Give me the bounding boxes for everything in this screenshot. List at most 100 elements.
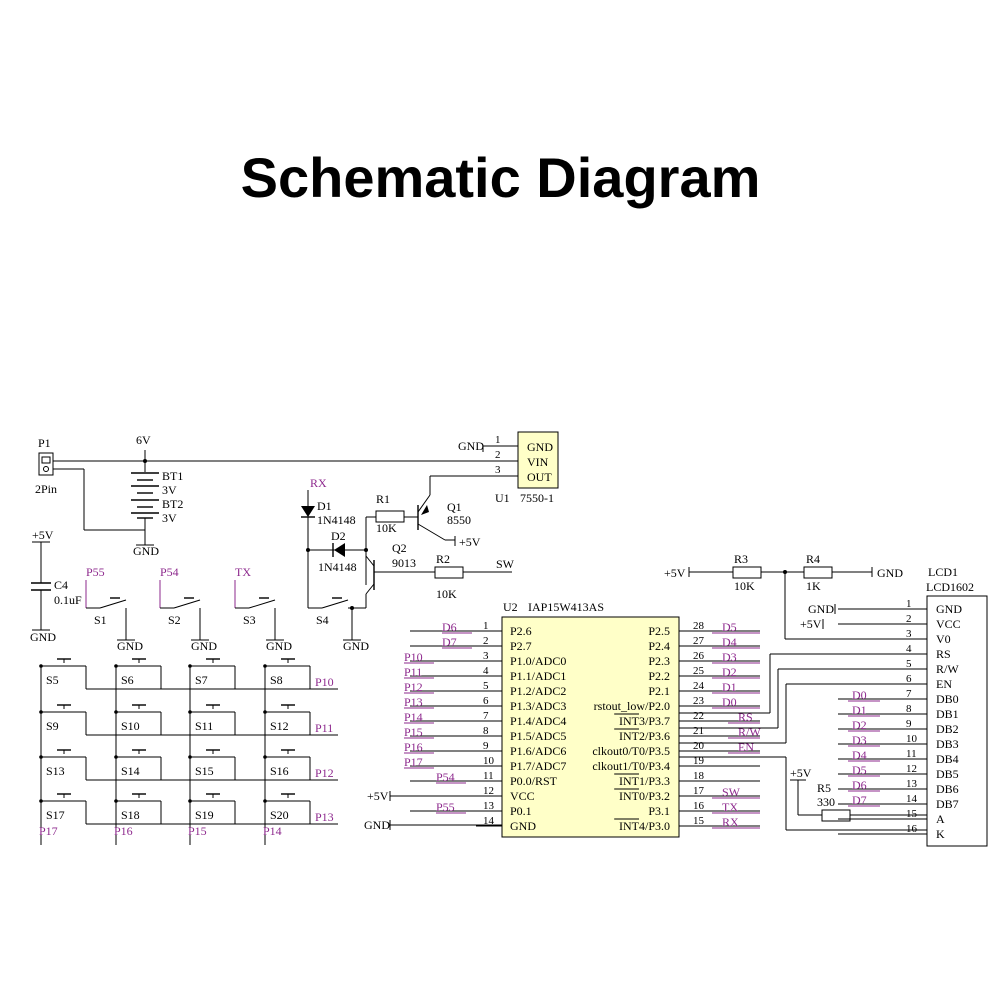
u2-left-pin-num: 3 xyxy=(483,650,489,662)
q1-part: 8550 xyxy=(447,513,471,527)
lcd-pin-name: DB5 xyxy=(936,767,959,781)
matrix-junction xyxy=(39,664,43,668)
matrix-row-net-label: P11 xyxy=(315,721,333,735)
power-wires xyxy=(53,450,500,545)
u2-right-net-label: D3 xyxy=(722,650,737,664)
lcd-pin-num: 1 xyxy=(906,598,912,610)
lcd-ref: LCD1 xyxy=(928,565,958,579)
d1-rx-label: RX xyxy=(310,476,327,490)
s3-gnd-label: GND xyxy=(266,639,292,653)
u2-left-pin-name: P1.0/ADC0 xyxy=(510,654,566,668)
page-title: Schematic Diagram xyxy=(240,146,761,209)
s3-net-label: TX xyxy=(235,565,251,579)
gnd-bt: GND xyxy=(133,544,159,558)
u2-right-pin-num: 21 xyxy=(693,725,704,737)
lcd-pin-name: K xyxy=(936,827,945,841)
matrix-switch-ref: S20 xyxy=(270,808,289,822)
s4-gnd-label: GND xyxy=(343,639,369,653)
u2-right-pin-name: P2.3 xyxy=(648,654,670,668)
r5-vcc-label: +5V xyxy=(790,766,812,780)
u2-right-net-label: SW xyxy=(722,785,741,799)
bt1-value: 3V xyxy=(162,483,177,497)
matrix-switch-ref: S14 xyxy=(121,764,140,778)
lcd-pin-name: R/W xyxy=(936,662,959,676)
u2-right-pin-num: 23 xyxy=(693,695,705,707)
matrix-switch-ref: S10 xyxy=(121,719,140,733)
lcd-net-label: D0 xyxy=(852,688,867,702)
u1-pin-vin: VIN xyxy=(527,455,549,469)
u2-left-net-label: P16 xyxy=(404,740,423,754)
u2-right-pin-num: 24 xyxy=(693,680,705,692)
u2-left-net-label: D6 xyxy=(442,620,457,634)
lcd-pin-num: 4 xyxy=(906,643,912,655)
r3-vcc-label: +5V xyxy=(664,566,686,580)
u2-right-pin-name: INT4/P3.0 xyxy=(619,819,670,833)
c4-gnd-label: GND xyxy=(30,630,56,644)
u1-pin-out: OUT xyxy=(527,470,552,484)
u2-left-net-label: P15 xyxy=(404,725,423,739)
u2-gnd-net-label: GND xyxy=(364,818,390,832)
u2-right-pin-num: 19 xyxy=(693,755,705,767)
u2-right-pin-name: INT1/P3.3 xyxy=(619,774,670,788)
lcd-pin-num: 9 xyxy=(906,718,912,730)
u2-left-pin-num: 11 xyxy=(483,770,494,782)
r1-value: 10K xyxy=(376,521,397,535)
battery-bt2: BT2 3V xyxy=(131,497,183,525)
s1-net-label: P55 xyxy=(86,565,105,579)
bt2-value: 3V xyxy=(162,511,177,525)
u2-right-pin-name: clkout0/T0/P3.5 xyxy=(592,744,670,758)
d2-ref: D2 xyxy=(331,529,346,543)
lcd-pin-num: 8 xyxy=(906,703,912,715)
u2-mcu: U2 IAP15W413AS xyxy=(501,600,680,838)
matrix-junction xyxy=(188,664,192,668)
d2-part: 1N4148 xyxy=(318,560,357,574)
u2-left-pin-name: P1.6/ADC6 xyxy=(510,744,566,758)
lcd-net-label: D3 xyxy=(852,733,867,747)
matrix-switch-ref: S11 xyxy=(195,719,213,733)
u2-right-net-label: D1 xyxy=(722,680,737,694)
u2-left-pin-name: P1.4/ADC4 xyxy=(510,714,566,728)
lcd-pin-num: 12 xyxy=(906,763,917,775)
lcd-pin-num: 6 xyxy=(906,673,912,685)
matrix-junction xyxy=(188,755,192,759)
lcd-pin-name: A xyxy=(936,812,945,826)
u2-right-pin-num: 25 xyxy=(693,665,705,677)
lcd-net-label: D4 xyxy=(852,748,867,762)
lcd-pin-name: DB7 xyxy=(936,797,959,811)
u2-vcc-net-label: +5V xyxy=(367,789,389,803)
matrix-switch-ref: S12 xyxy=(270,719,289,733)
c4-capacitor: +5V GND C4 0.1uF xyxy=(30,528,82,644)
u2-part: IAP15W413AS xyxy=(528,600,604,614)
s2-ref: S2 xyxy=(168,613,181,627)
matrix-junction xyxy=(263,755,267,759)
r2-value: 10K xyxy=(436,587,457,601)
d1-ref: D1 xyxy=(317,499,332,513)
u2-right-pin-name: P2.4 xyxy=(648,639,670,653)
p1-part: 2Pin xyxy=(35,482,57,496)
u2-left-pin-num: 4 xyxy=(483,665,489,677)
matrix-switch-ref: S6 xyxy=(121,673,134,687)
c4-vcc-label: +5V xyxy=(32,528,54,542)
q2-ref: Q2 xyxy=(392,541,407,555)
u2-left-pin-name: P1.2/ADC2 xyxy=(510,684,566,698)
u2-right-pin-name: rstout_low/P2.0 xyxy=(594,699,670,713)
u2-left-net-label: P11 xyxy=(404,665,422,679)
d1-diode: RX D1 1N4148 xyxy=(301,476,356,608)
r5-ref: R5 xyxy=(817,781,831,795)
u2-left-pin-name: VCC xyxy=(510,789,535,803)
lcd-pin-num: 16 xyxy=(906,823,918,835)
bt1-ref: BT1 xyxy=(162,469,183,483)
d2-diode: D2 1N4148 xyxy=(306,529,368,574)
u2-ref: U2 xyxy=(503,600,518,614)
u2-right-pin-num: 26 xyxy=(693,650,705,662)
r3-ref: R3 xyxy=(734,552,748,566)
u2-left-pin-num: 2 xyxy=(483,635,489,647)
u2-right-pin-num: 15 xyxy=(693,815,705,827)
matrix-junction xyxy=(263,799,267,803)
u2-left-net-label: P14 xyxy=(404,710,423,724)
matrix-switch-ref: S7 xyxy=(195,673,208,687)
s2-gnd-label: GND xyxy=(191,639,217,653)
c4-value: 0.1uF xyxy=(54,593,82,607)
lcd-pin-num: 15 xyxy=(906,808,918,820)
